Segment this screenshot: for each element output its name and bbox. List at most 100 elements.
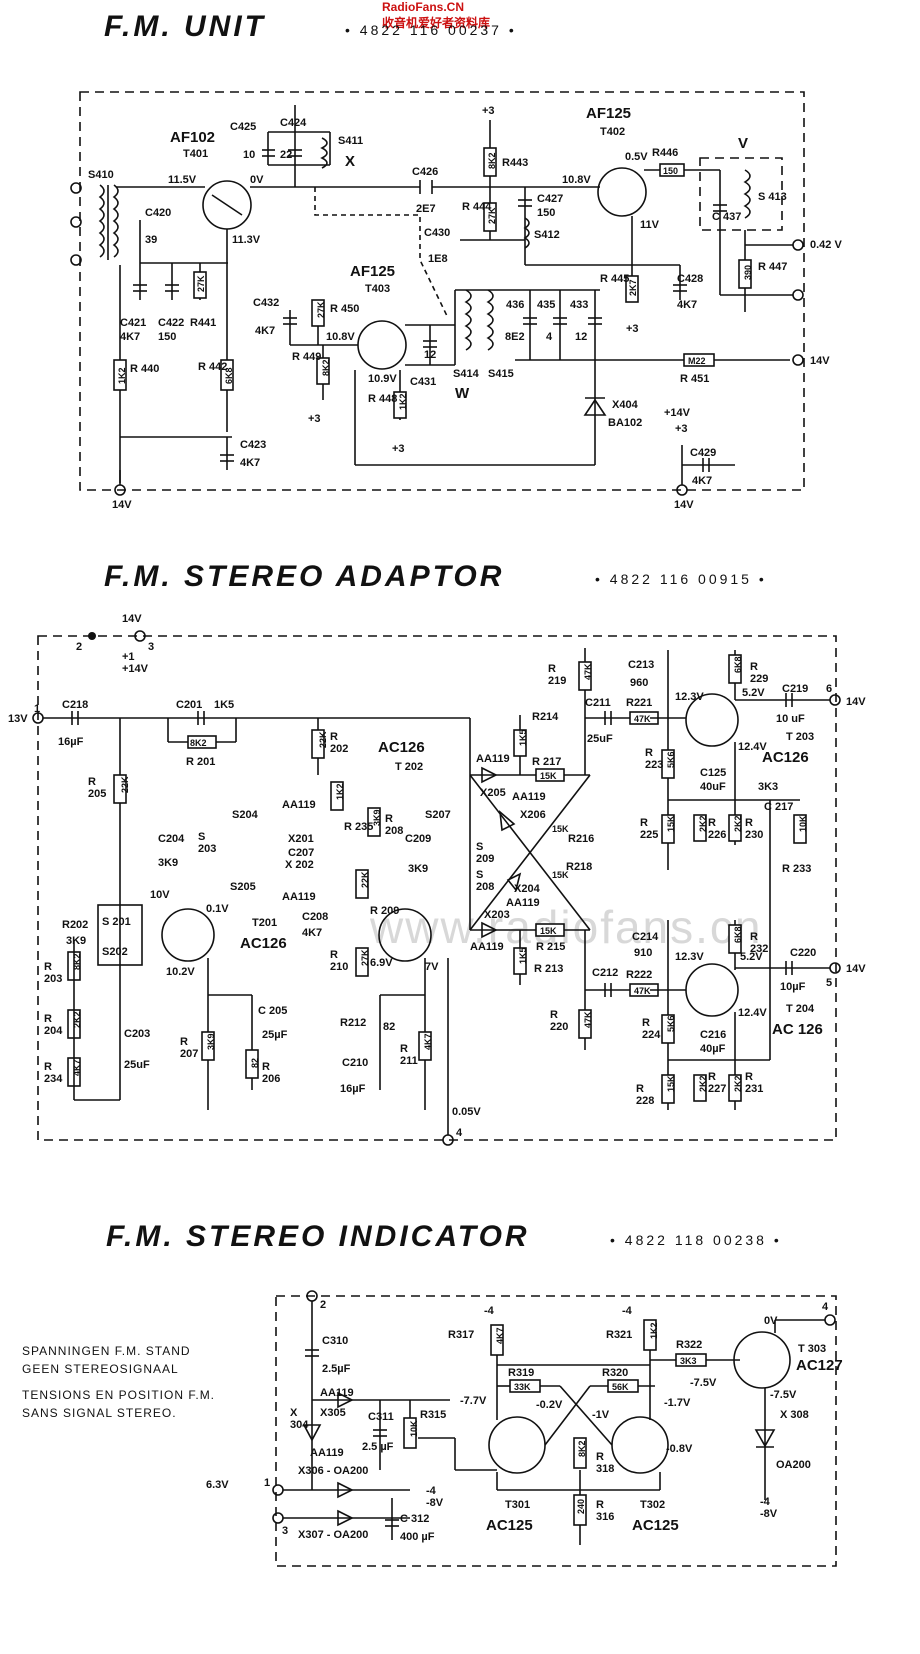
r202bv-label: 3K9 xyxy=(66,935,86,947)
voltage-note: SPANNINGEN F.M. STAND GEEN STEREOSIGNAAL… xyxy=(22,1342,215,1422)
c125v-label: 40uF xyxy=(700,781,726,793)
x206-diode xyxy=(498,810,516,832)
c201v-label: 1K5 xyxy=(214,699,234,711)
c208v-label: 4K7 xyxy=(302,927,322,939)
aa119d-label: AA119 xyxy=(512,791,546,803)
r449-resistor xyxy=(316,357,330,385)
t401-type-label: AF102 xyxy=(170,129,215,146)
r451-resistor xyxy=(683,353,715,367)
x307-diode xyxy=(337,1509,354,1527)
c425v-label: 10 xyxy=(243,149,255,161)
t202-transistor xyxy=(378,908,432,962)
c435-label: 435 xyxy=(537,299,555,311)
c424-label: C424 xyxy=(280,117,307,129)
v-label: V xyxy=(738,135,748,152)
c311-label: C311 xyxy=(368,1411,394,1423)
r318-resistor xyxy=(573,1437,587,1469)
ac126-t201-label: AC126 xyxy=(240,935,287,952)
c433-label: 433 xyxy=(570,299,588,311)
rv-m22-label: M22 xyxy=(688,356,706,366)
r317-resistor xyxy=(490,1324,504,1356)
rv-1k2a-label: 1K2 xyxy=(117,367,127,384)
s204-label: S204 xyxy=(232,809,259,821)
r316-resistor xyxy=(573,1494,587,1526)
x-label: X xyxy=(345,153,355,170)
s412-label: S412 xyxy=(534,229,560,241)
r214-resistor xyxy=(513,729,527,757)
r225v-label: 15K xyxy=(666,815,676,832)
rv-2k7-label: 2K7 xyxy=(628,279,638,296)
v12-3a-label: 12.3V xyxy=(675,691,704,703)
t301-label: T301 xyxy=(505,1499,530,1511)
r201-label: R 201 xyxy=(186,756,215,768)
m1-label: -1V xyxy=(592,1409,610,1421)
c12b-label: 12 xyxy=(575,331,587,343)
oa200-label: OA200 xyxy=(776,1459,811,1471)
r223v-label: 5K6 xyxy=(666,751,676,768)
r215v-label: 15K xyxy=(540,926,557,936)
indicator-terminal-4 xyxy=(824,1314,836,1326)
adaptor-dashed-border xyxy=(37,635,837,1141)
rv-6k8-label: 6K8 xyxy=(224,367,234,384)
v-11-3-label: 11.3V xyxy=(232,234,261,246)
fm-unit-title: F.M. UNIT xyxy=(104,10,266,43)
r202b-label: R202 xyxy=(62,919,88,931)
r319-label: R319 xyxy=(508,1367,534,1379)
r321-label: R321 xyxy=(606,1329,632,1341)
c423-label: C423 xyxy=(240,439,266,451)
c12a-label: 12 xyxy=(424,349,436,361)
r220-resistor xyxy=(578,1009,592,1039)
rv-1k2b-label: 1K2 xyxy=(398,393,408,410)
c216-label: C216 xyxy=(700,1029,726,1041)
r213-resistor xyxy=(513,947,527,975)
r233-resistor xyxy=(793,814,807,844)
coupled-tuning-line xyxy=(314,187,449,319)
c420v-label: 39 xyxy=(145,234,157,246)
rv-27kc-label: 27K xyxy=(316,301,326,318)
x205-diode xyxy=(481,766,498,784)
c203v-label: 25uF xyxy=(124,1059,150,1071)
c424v-label: 22 xyxy=(280,149,292,161)
r204v-label: 2K2 xyxy=(72,1011,82,1028)
r445-resistor xyxy=(625,275,639,303)
v-10-8b-label: 10.8V xyxy=(326,331,355,343)
m7-5b-label: -7.5V xyxy=(770,1389,797,1401)
x306-label: X306 - OA200 xyxy=(298,1465,368,1477)
pin3-label: 3 xyxy=(282,1525,288,1537)
r205-resistor xyxy=(113,774,127,804)
c203-label: C203 xyxy=(124,1028,150,1040)
r213-label: R 213 xyxy=(534,963,563,975)
r218v-label: 15K xyxy=(552,870,569,880)
c204v-label: 3K9 xyxy=(158,857,178,869)
t203-transistor xyxy=(685,693,739,747)
c429v-label: 4K7 xyxy=(692,475,712,487)
s414-coil xyxy=(464,289,472,351)
plus3e-label: +3 xyxy=(675,423,688,435)
r232-resistor xyxy=(728,924,742,954)
terminal-8 xyxy=(676,484,688,496)
c427-label: C427 xyxy=(537,193,563,205)
c436-label: 436 xyxy=(506,299,524,311)
v-11-5-label: 11.5V xyxy=(168,174,197,186)
stereo-adaptor-schematic: 13V 14V 14V 14V +1+14V C218 16µF C201 1K… xyxy=(8,613,866,1146)
r317-label: R317 xyxy=(448,1329,474,1341)
aa119a-label: AA119 xyxy=(282,799,316,811)
c312-label: C 312 xyxy=(400,1513,429,1525)
ac127-label: AC127 xyxy=(796,1357,843,1374)
r216v-label: 15K xyxy=(552,824,569,834)
c211-label: C211 xyxy=(585,697,611,709)
note-line-1: SPANNINGEN F.M. STAND xyxy=(22,1344,191,1358)
s207-label: S207 xyxy=(425,809,451,821)
r202v-label: 22K xyxy=(318,731,328,748)
r444-label: R 444 xyxy=(462,201,492,213)
terminal-3 xyxy=(70,254,82,266)
c213v-label: 960 xyxy=(630,677,648,689)
r447-resistor xyxy=(738,259,752,289)
r322v-label: 3K3 xyxy=(680,1356,697,1366)
